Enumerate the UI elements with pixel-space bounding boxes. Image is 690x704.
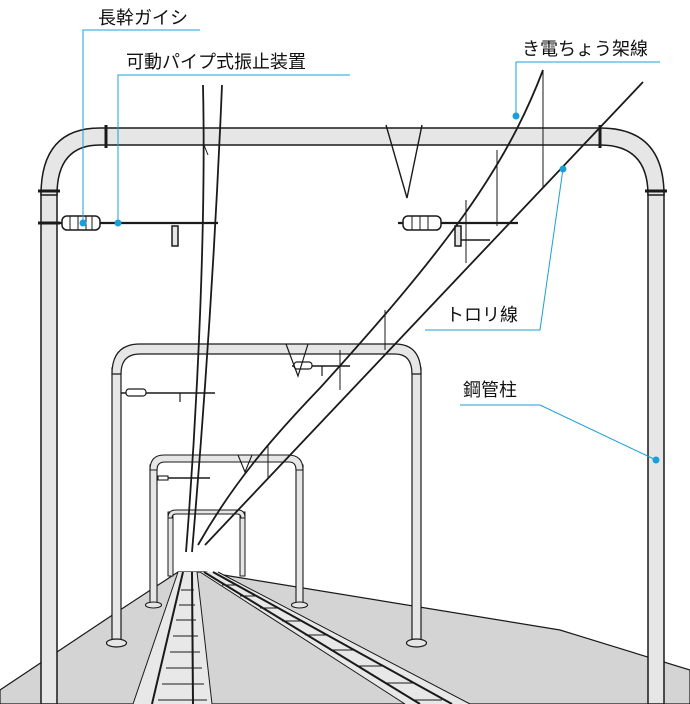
leader-pole xyxy=(460,404,657,461)
leader-insulator xyxy=(82,29,200,223)
left-track xyxy=(132,571,213,704)
structure-3 xyxy=(144,454,309,609)
leader-lines xyxy=(82,29,660,461)
leader-dots xyxy=(79,112,660,464)
structure-2 xyxy=(105,343,428,648)
structure-far xyxy=(167,509,246,577)
right-track xyxy=(199,571,471,704)
label-steady-arm: 可動パイプ式振止装置 xyxy=(126,52,306,73)
leader-messenger xyxy=(515,61,660,116)
label-steel-pole: 鋼管柱 xyxy=(463,380,517,401)
leader-trolley xyxy=(425,168,564,331)
label-insulator: 長幹ガイシ xyxy=(98,8,188,29)
label-messenger-wire: き電ちょう架線 xyxy=(522,39,648,60)
overhead-wires xyxy=(185,69,644,553)
leader-steady-arm xyxy=(117,74,350,223)
label-trolley-wire: トロリ線 xyxy=(446,305,518,326)
